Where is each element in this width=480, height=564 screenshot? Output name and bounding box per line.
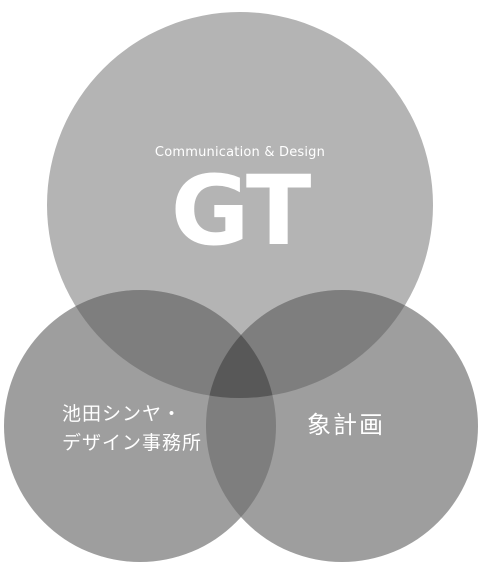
left-circle-label-line2: デザイン事務所 [62, 432, 203, 454]
right-circle-label: 象計画 [307, 411, 385, 439]
tagline: Communication & Design [154, 145, 326, 160]
left-circle-label: 池田シンヤ・ デザイン事務所 [62, 400, 202, 458]
gt-logo: GT [170, 155, 312, 267]
left-circle-label-line1: 池田シンヤ・ [62, 403, 183, 425]
